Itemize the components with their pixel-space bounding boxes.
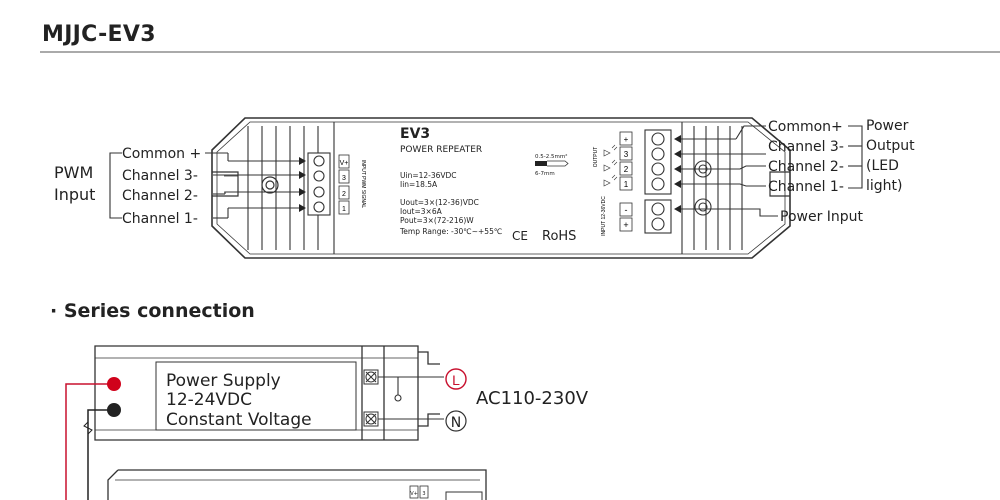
strip-length-label: 6-7mm — [535, 171, 555, 177]
live-label: L — [452, 372, 460, 388]
right-channel-2-label: Channel 2- — [768, 159, 844, 175]
spec-output-voltage: Uout=3×(12-36)VDC — [400, 198, 479, 207]
dc-wiring — [65, 383, 108, 500]
spec-output-power: Pout=3×(72-216)W — [400, 216, 474, 225]
spec-input-voltage: Uin=12-36VDC — [400, 171, 457, 180]
left-common-plus-label: Common + — [122, 146, 201, 162]
device-subtitle: POWER REPEATER — [400, 145, 482, 155]
right-heatsink — [681, 122, 743, 254]
psu-voltage: 12-24VDC — [166, 390, 252, 410]
right-channel-1-label: Channel 1- — [768, 179, 844, 195]
power-output-label-2: Output — [866, 138, 915, 154]
device-model: EV3 — [400, 126, 430, 142]
right-mounting-ear — [769, 171, 790, 197]
spec-temp-range: Temp Range: -30℃~+55℃ — [399, 227, 502, 236]
output-label: OUTPUT — [593, 147, 599, 168]
psu-type: Constant Voltage — [166, 410, 312, 430]
title-divider — [40, 51, 1000, 53]
power-output-label-1: Power — [866, 118, 909, 134]
device-body — [211, 117, 791, 259]
output-terminal-labels: OUTPUT + 3 2 1 — [593, 131, 633, 191]
page-title: MJJC-EV3 — [42, 22, 156, 47]
power-terminal-plus: + — [623, 220, 628, 230]
spec-input-current: Iin=18.5A — [400, 180, 438, 189]
right-common-plus-label: Common+ — [768, 119, 843, 135]
output-arrows — [674, 135, 681, 213]
power-terminal-labels: INPUT 12-36VDC - + — [601, 196, 633, 236]
neutral-label: N — [451, 415, 461, 431]
input-pwm-signal-label: INPUT PWM SIGNAL — [360, 160, 366, 208]
positive-output-terminal — [107, 377, 121, 391]
psu-name: Power Supply — [166, 371, 281, 391]
ac-voltage-label: AC110-230V — [476, 388, 589, 409]
psu-terminals — [363, 369, 379, 427]
pwm-group-label: PWM — [54, 163, 93, 182]
power-supply-box — [94, 345, 440, 441]
pwm-terminal-vplus: V+ — [340, 160, 349, 167]
lower-terminal-3: 3 — [422, 491, 425, 497]
neutral-terminal-symbol: N — [445, 410, 467, 432]
lower-terminal-vplus: V+ — [410, 491, 418, 497]
wire-gauge-label: 0.5-2.5mm² — [535, 153, 567, 160]
output-terminal-3: 3 — [624, 150, 629, 159]
left-channel-3-label: Channel 3- — [122, 168, 198, 184]
lower-device-body — [107, 469, 487, 500]
input-power-label: INPUT 12-36VDC — [601, 196, 607, 236]
power-output-label-3: (LED — [866, 158, 899, 174]
pwm-terminal-1: 1 — [342, 206, 346, 213]
power-output-label-4: light) — [866, 178, 903, 194]
power-input-label: Power Input — [780, 209, 864, 225]
rohs-mark: RoHS — [542, 229, 576, 244]
input-group-label: Input — [54, 185, 95, 204]
ce-mark: CE — [512, 229, 528, 243]
power-terminal-minus: - — [625, 205, 628, 215]
pwm-terminal-labels: V+ 3 2 1 INPUT PWM SIGNAL — [338, 154, 366, 215]
left-channel-1-label: Channel 1- — [122, 211, 198, 227]
ac-wiring — [378, 376, 444, 420]
left-channel-2-label: Channel 2- — [122, 188, 198, 204]
pwm-terminal-3: 3 — [342, 175, 346, 182]
output-wiring — [680, 125, 863, 217]
right-channel-3-label: Channel 3- — [768, 139, 844, 155]
pwm-input-wiring — [109, 152, 302, 219]
negative-output-terminal — [107, 403, 121, 417]
output-terminal-plus: + — [624, 135, 629, 144]
live-terminal-symbol: L — [445, 368, 467, 390]
wire-strip-icon: 0.5-2.5mm² 6-7mm — [535, 153, 569, 177]
spec-output-current: Iout=3×6A — [400, 207, 443, 216]
output-terminal-1: 1 — [624, 180, 629, 189]
output-terminal-block — [644, 129, 712, 195]
series-connection-heading: · Series connection — [50, 300, 255, 322]
pwm-terminal-2: 2 — [342, 191, 346, 198]
pwm-input-arrows — [299, 157, 306, 212]
pwm-input-terminal-block — [307, 152, 331, 216]
output-terminal-2: 2 — [624, 165, 629, 174]
power-input-terminal-block — [644, 198, 712, 234]
